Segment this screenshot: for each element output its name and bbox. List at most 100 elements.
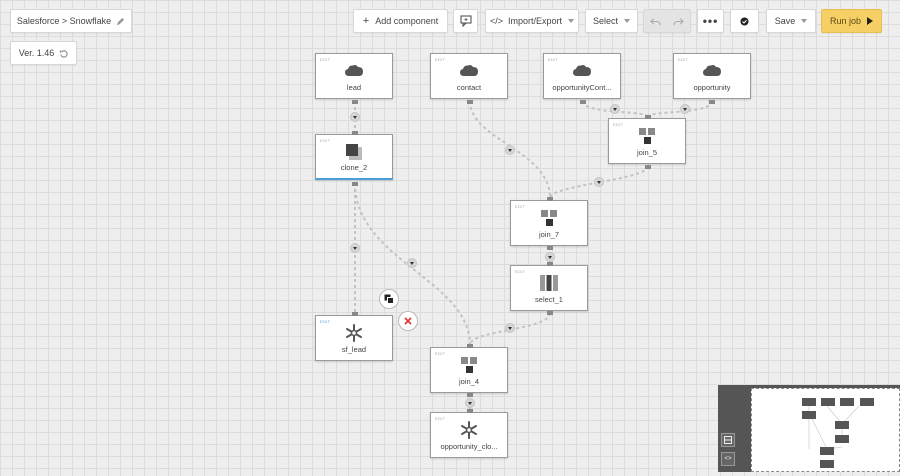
salesforce-cloud-icon [345, 65, 363, 76]
node-opportunity[interactable]: EDIT opportunity [673, 53, 751, 99]
edge-insert-button[interactable] [545, 252, 555, 262]
edge-insert-button[interactable] [350, 112, 360, 122]
output-port[interactable] [709, 100, 715, 104]
output-port[interactable] [645, 165, 651, 169]
minimap-panel: <> [718, 385, 900, 472]
join-icon [541, 210, 557, 226]
select-dropdown[interactable]: Select [585, 9, 638, 33]
select-icon [540, 275, 558, 291]
code-icon: <> [724, 456, 732, 462]
remove-button[interactable] [398, 311, 418, 331]
fit-view-icon [724, 436, 732, 444]
node-label: select_1 [535, 295, 563, 304]
output-port[interactable] [467, 393, 473, 397]
check-icon [740, 16, 749, 26]
node-edit-link[interactable]: EDIT [435, 57, 446, 62]
chevron-down-icon [568, 19, 575, 23]
output-port[interactable] [580, 100, 586, 104]
node-label: join_4 [458, 377, 480, 386]
edge-clone-join4 [354, 182, 471, 346]
node-join-7[interactable]: EDIT join_7 [510, 200, 588, 246]
node-edit-link[interactable]: EDIT [320, 319, 331, 324]
output-port[interactable] [352, 182, 358, 186]
input-port[interactable] [547, 262, 553, 266]
input-port[interactable] [352, 312, 358, 316]
select-label: Select [592, 16, 618, 26]
import-export-dropdown[interactable]: </> Import/Export [485, 9, 579, 33]
node-sf-lead[interactable]: EDIT sf_lead [315, 315, 393, 361]
redo-button[interactable] [667, 17, 690, 26]
play-icon [867, 17, 874, 25]
edge-insert-button[interactable] [407, 258, 417, 268]
node-label: opportunity_clo... [440, 442, 498, 451]
node-label: lead [346, 83, 362, 92]
node-select-1[interactable]: EDIT select_1 [510, 265, 588, 311]
node-edit-link[interactable]: EDIT [678, 57, 689, 62]
redo-icon [673, 17, 684, 25]
node-label: join_7 [538, 230, 560, 239]
node-join-4[interactable]: EDIT join_4 [430, 347, 508, 393]
more-options-button[interactable]: ••• [697, 9, 724, 33]
output-port[interactable] [352, 100, 358, 104]
node-edit-link[interactable]: EDIT [320, 138, 331, 143]
input-port[interactable] [352, 131, 358, 135]
input-port[interactable] [547, 197, 553, 201]
undo-icon [650, 17, 661, 25]
edge-join5-join7 [549, 165, 649, 199]
snowflake-icon [461, 421, 477, 439]
node-label: contact [456, 83, 482, 92]
edge-insert-button[interactable] [505, 323, 515, 333]
salesforce-cloud-icon [703, 65, 721, 76]
run-job-button[interactable]: Run job [821, 9, 882, 33]
save-dropdown[interactable]: Save [766, 9, 816, 33]
node-contact[interactable]: EDIT contact [430, 53, 508, 99]
add-component-button[interactable]: + Add component [353, 9, 448, 33]
validate-button[interactable] [730, 9, 759, 33]
node-edit-link[interactable]: EDIT [435, 416, 446, 421]
edge-insert-button[interactable] [505, 145, 515, 155]
input-port[interactable] [467, 409, 473, 413]
node-opportunity-contact[interactable]: EDIT opportunityCont... [543, 53, 621, 99]
node-clone-2[interactable]: EDIT clone_2 [315, 134, 393, 180]
version-button[interactable]: Ver. 1.46 [10, 41, 77, 65]
undo-button[interactable] [644, 17, 667, 26]
join-icon [639, 128, 655, 144]
node-edit-link[interactable]: EDIT [515, 269, 526, 274]
add-note-button[interactable] [453, 9, 478, 33]
chevron-down-icon [801, 19, 808, 23]
undo-redo-group [643, 9, 691, 33]
edge-insert-button[interactable] [594, 177, 604, 187]
node-edit-link[interactable]: EDIT [548, 57, 559, 62]
add-component-label: Add component [375, 16, 439, 26]
duplicate-button[interactable] [379, 289, 399, 309]
minimap-fit-button[interactable] [721, 433, 735, 447]
more-icon: ••• [702, 14, 719, 28]
minimap-viewport[interactable] [751, 388, 900, 472]
minimap-code-button[interactable]: <> [721, 452, 735, 466]
node-edit-link[interactable]: EDIT [515, 204, 526, 209]
job-breadcrumb[interactable]: Salesforce > Snowflake [10, 9, 132, 33]
run-job-label: Run job [829, 16, 862, 26]
code-icon: </> [489, 16, 503, 26]
node-label: opportunity [693, 83, 731, 92]
pencil-icon[interactable] [116, 17, 125, 26]
edge-insert-button[interactable] [610, 104, 620, 114]
edge-insert-button[interactable] [350, 243, 360, 253]
edge-insert-button[interactable] [465, 398, 475, 408]
node-lead[interactable]: EDIT lead [315, 53, 393, 99]
node-edit-link[interactable]: EDIT [613, 122, 624, 127]
output-port[interactable] [467, 100, 473, 104]
plus-icon: + [362, 15, 370, 27]
version-label: Ver. 1.46 [18, 48, 55, 58]
output-port[interactable] [547, 246, 553, 250]
input-port[interactable] [645, 115, 651, 119]
output-port[interactable] [547, 311, 553, 315]
node-edit-link[interactable]: EDIT [320, 57, 331, 62]
edge-insert-button[interactable] [680, 104, 690, 114]
duplicate-icon [384, 294, 394, 304]
input-port[interactable] [467, 344, 473, 348]
node-label: clone_2 [340, 163, 368, 172]
node-join-5[interactable]: EDIT join_5 [608, 118, 686, 164]
node-edit-link[interactable]: EDIT [435, 351, 446, 356]
node-opportunity-clone[interactable]: EDIT opportunity_clo... [430, 412, 508, 458]
